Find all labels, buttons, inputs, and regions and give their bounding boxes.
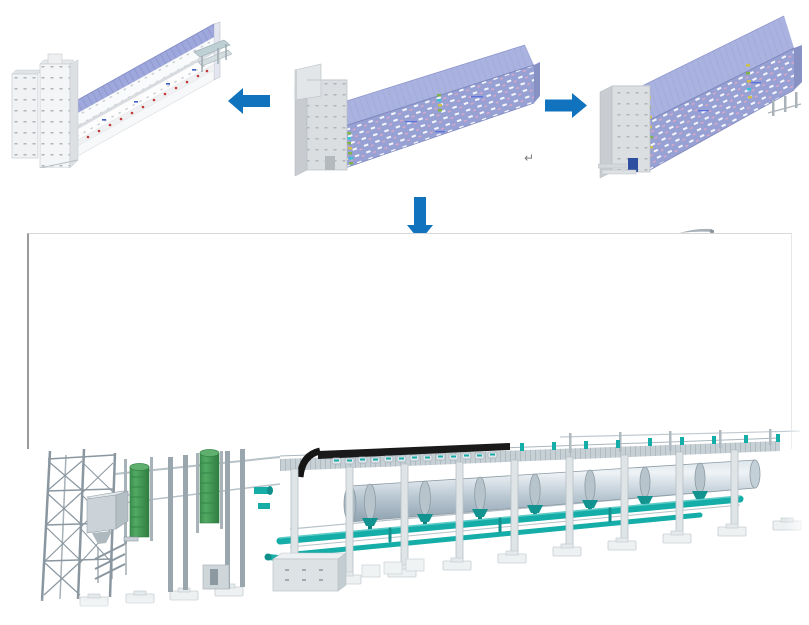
- return-mark-glyph: ↵: [524, 151, 535, 165]
- right-fade: [785, 429, 809, 625]
- center-building-wall: [344, 62, 540, 169]
- left-building-end-deck: [193, 39, 232, 72]
- model-center-3d-building: [294, 44, 540, 176]
- stray-model-sliver: [679, 228, 714, 233]
- right-building-wall: [649, 45, 802, 171]
- plant-render-3d-model: [40, 429, 809, 625]
- empty-image-placeholder-frame: [27, 233, 792, 449]
- plant-wind-main-cylinder: [343, 459, 761, 523]
- left-building-tower: [11, 53, 79, 168]
- plant-green-tanks: [129, 448, 220, 538]
- plant-columns: [290, 449, 739, 590]
- left-building-blue-markers: [102, 69, 196, 121]
- model-right-3d-building: [598, 15, 802, 179]
- plant-teal-pipes: [276, 495, 744, 557]
- plant-hopper: [86, 490, 131, 544]
- left-building-red-markers: [86, 69, 209, 139]
- arrow-left-icon: [228, 88, 270, 114]
- plant-machinery-boxes: [202, 552, 425, 592]
- right-building-roof: [637, 15, 794, 120]
- arrow-right-icon: [545, 93, 587, 118]
- plant-stairs: [94, 536, 139, 583]
- right-building-tower: [598, 85, 651, 179]
- right-building-support-legs: [767, 92, 802, 116]
- arrow-down-icon: [407, 197, 433, 241]
- left-building-long-hall: [73, 21, 221, 159]
- center-building-roof: [336, 44, 534, 126]
- plant-deck-teal-units: [520, 434, 780, 451]
- plant-footings: [79, 517, 802, 607]
- green-tank-2: [199, 448, 220, 524]
- model-left-3d-building: [11, 21, 232, 168]
- center-building-equipment-markers: [347, 94, 442, 165]
- center-building-tower: [294, 63, 348, 176]
- bottom-fade: [40, 597, 809, 625]
- plant-sinter-strand: [296, 443, 510, 478]
- green-tank-1: [129, 462, 150, 538]
